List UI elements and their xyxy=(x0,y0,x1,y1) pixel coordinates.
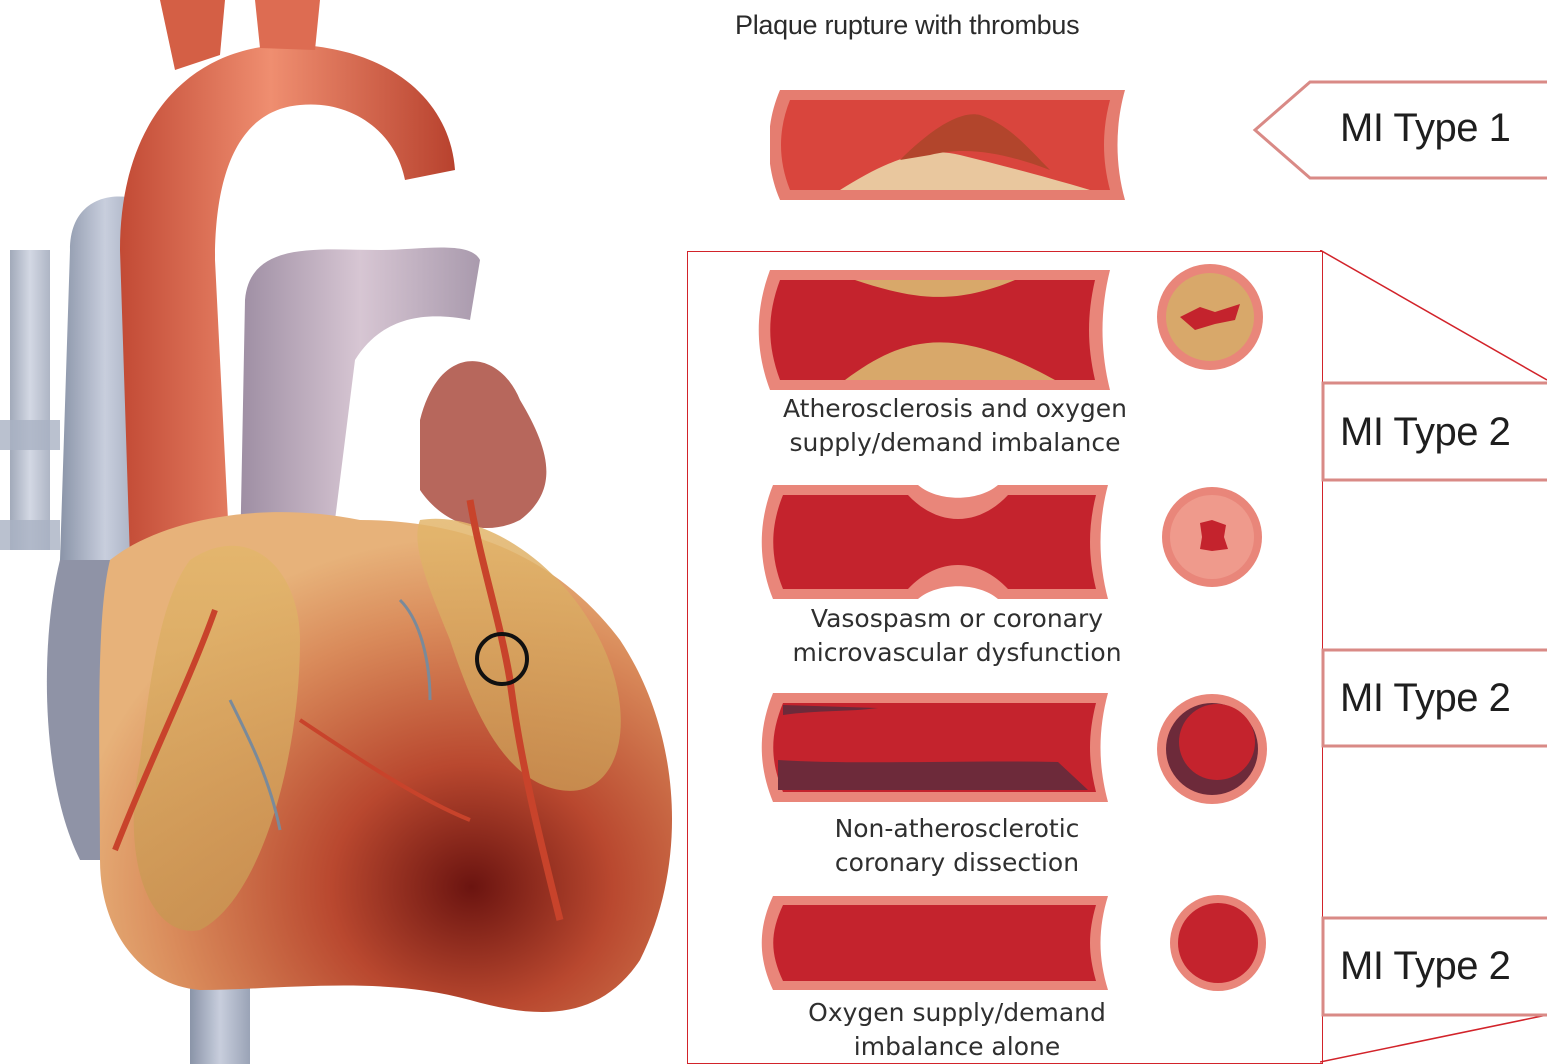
heart-illustration xyxy=(0,0,690,1064)
plaque-rupture-vessel xyxy=(770,85,1130,205)
mi-type2-label-c: MI Type 2 xyxy=(1340,944,1510,989)
supply-demand-vessel xyxy=(758,893,1118,993)
atherosclerosis-caption-line2: supply/demand imbalance xyxy=(740,426,1170,460)
mi-type2-label-b: MI Type 2 xyxy=(1340,676,1510,721)
mi-type1-label: MI Type 1 xyxy=(1340,106,1510,151)
supply-demand-caption-line1: Oxygen supply/demand xyxy=(742,996,1172,1030)
vasospasm-caption: Vasospasm or coronary microvascular dysf… xyxy=(742,602,1172,670)
dissection-caption-line2: coronary dissection xyxy=(742,846,1172,880)
supply-demand-caption: Oxygen supply/demand imbalance alone xyxy=(742,996,1172,1064)
dissection-caption: Non-atherosclerotic coronary dissection xyxy=(742,812,1172,880)
supply-demand-cross-section xyxy=(1168,893,1268,993)
dissection-cross-section xyxy=(1155,692,1270,807)
mi-type2-label-a: MI Type 2 xyxy=(1340,410,1510,455)
diagram-title: Plaque rupture with thrombus xyxy=(735,10,1079,41)
atherosclerosis-cross-section xyxy=(1155,262,1265,372)
vasospasm-cross-section xyxy=(1160,485,1265,590)
vasospasm-caption-line2: microvascular dysfunction xyxy=(742,636,1172,670)
atherosclerosis-vessel xyxy=(755,265,1115,395)
supply-demand-caption-line2: imbalance alone xyxy=(742,1030,1172,1064)
vasospasm-caption-line1: Vasospasm or coronary xyxy=(742,602,1172,636)
dissection-caption-line1: Non-atherosclerotic xyxy=(742,812,1172,846)
atherosclerosis-caption-line1: Atherosclerosis and oxygen xyxy=(740,392,1170,426)
vasospasm-vessel xyxy=(758,482,1118,602)
atherosclerosis-caption: Atherosclerosis and oxygen supply/demand… xyxy=(740,392,1170,460)
dissection-vessel xyxy=(758,690,1118,805)
